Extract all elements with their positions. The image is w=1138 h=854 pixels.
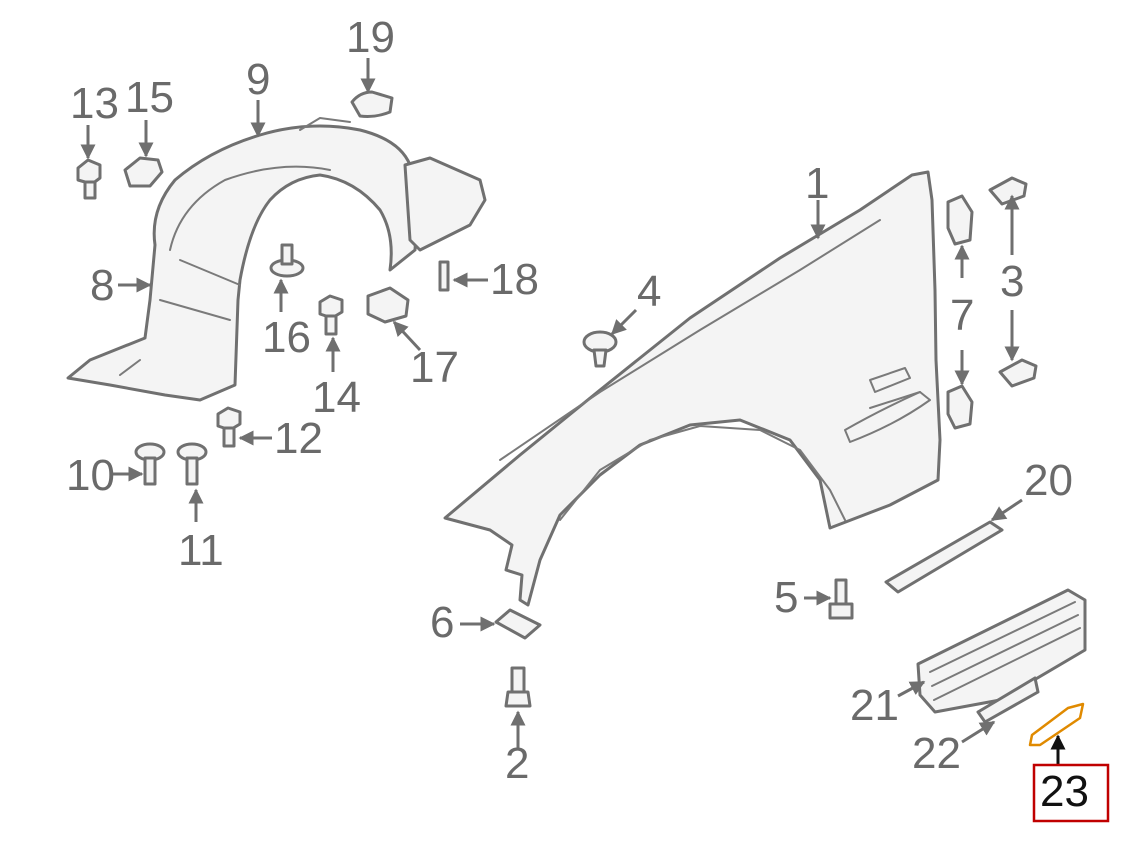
clip-18 [438, 260, 450, 292]
callout-21: 21 [850, 681, 899, 730]
highlighted-callout-23[interactable]: 23 [1032, 763, 1110, 823]
trim-strip-20 [884, 520, 1004, 594]
callout-14: 14 [312, 373, 361, 422]
callout-12: 12 [274, 414, 323, 463]
emblem-23-part [1028, 702, 1085, 747]
callout-labels: 1 2 3 4 5 6 7 8 9 10 11 12 13 14 15 16 1… [66, 13, 1073, 788]
callout-1: 1 [805, 159, 829, 208]
highlight-box [1032, 763, 1110, 823]
callout-19: 19 [346, 13, 395, 62]
leader-lines [80, 58, 1066, 770]
callout-15: 15 [125, 73, 174, 122]
callout-9: 9 [246, 55, 270, 104]
clip-15 [123, 156, 164, 188]
bolt-10 [134, 442, 166, 486]
screw-14 [318, 294, 344, 336]
callout-23: 23 [1040, 767, 1089, 816]
bolt-5 [828, 578, 854, 620]
callout-3: 3 [1000, 257, 1024, 306]
callout-18: 18 [490, 255, 539, 304]
bolt-2 [504, 666, 532, 708]
callout-16: 16 [262, 313, 311, 362]
fastener-13 [76, 158, 102, 200]
clip-4 [582, 330, 618, 368]
callout-13: 13 [70, 79, 119, 128]
callout-7: 7 [950, 291, 974, 340]
callout-22: 22 [912, 729, 961, 778]
rivet-16 [269, 243, 305, 278]
bolt-12 [216, 406, 242, 448]
callout-4: 4 [637, 267, 661, 316]
clip-19 [350, 90, 394, 118]
bracket-6 [494, 608, 542, 640]
callout-6: 6 [430, 598, 454, 647]
side-grille-21 [916, 588, 1087, 714]
callout-20: 20 [1024, 456, 1073, 505]
fender-part [443, 170, 942, 607]
bracket-22 [976, 676, 1040, 724]
wheel-arch-liner-part [66, 117, 487, 402]
callout-10: 10 [66, 451, 115, 500]
callout-8: 8 [90, 261, 114, 310]
callout-17: 17 [410, 343, 459, 392]
bracket-7 [946, 194, 974, 430]
callout-2: 2 [505, 739, 529, 788]
callout-5: 5 [774, 573, 798, 622]
callout-11: 11 [178, 526, 224, 575]
bolt-11 [176, 442, 208, 486]
clip-17 [366, 286, 410, 324]
